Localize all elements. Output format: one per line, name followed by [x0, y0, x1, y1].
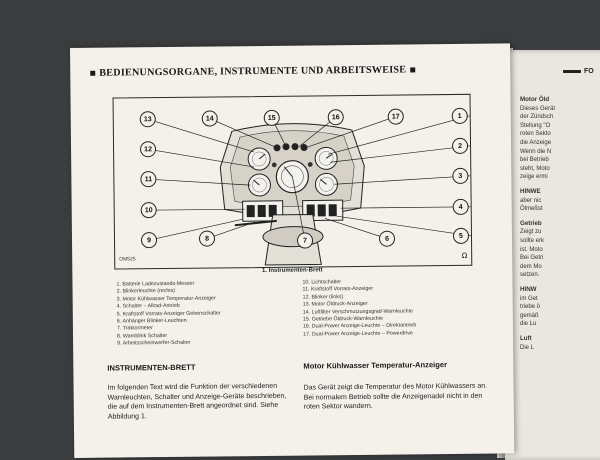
right-page-line: die Lu	[520, 321, 537, 328]
right-page-line: Motor Öld	[520, 96, 550, 103]
callout-9: 9	[140, 232, 158, 249]
callout-13: 13	[139, 111, 156, 128]
right-page-line: gemäß	[520, 312, 539, 319]
section-title-instrument-panel: INSTRUMENTEN-BRETT	[107, 362, 196, 373]
right-page-line: zeige ermi	[520, 174, 548, 181]
right-page-line: steht, Moto	[520, 165, 550, 172]
right-page-line: Stellung "O	[520, 122, 551, 129]
right-page-line: setzen.	[520, 272, 540, 279]
callout-14: 14	[201, 110, 218, 127]
callout-4: 4	[452, 198, 469, 216]
square-bullet-icon	[410, 67, 416, 73]
right-page-line: HINWE	[520, 188, 541, 195]
right-page-line: Ölmeßst	[520, 206, 543, 213]
callout-8: 8	[198, 230, 216, 247]
instrument-panel-drawing	[147, 115, 472, 266]
right-page-line: die Anzeige	[520, 140, 552, 146]
callout-11: 11	[140, 171, 157, 188]
callout-2: 2	[451, 137, 469, 155]
right-page	[505, 50, 600, 460]
section-text-instrument-panel: Im folgenden Text wird die Funktion der …	[107, 382, 287, 421]
right-page-line: Bei Getri	[520, 255, 544, 262]
legend-item: 17. Dual-Power Anzeige-Leuchte – Powerdr…	[302, 330, 413, 338]
callout-6: 6	[378, 230, 396, 247]
left-page: BEDIENUNGSORGANE, INSTRUMENTE UND ARBEIT…	[70, 43, 515, 458]
section-text-coolant-gauge: Das Gerät zeigt die Temperatur des Motor…	[303, 382, 488, 411]
right-page-line: ist. Moto	[520, 246, 543, 253]
right-page-line: Wenn die N	[520, 148, 552, 155]
right-page-line: Zeigt zu	[520, 229, 542, 236]
right-page-line: roten Sekto	[520, 131, 551, 138]
callout-1: 1	[451, 107, 468, 125]
right-page-heading: FO	[563, 68, 594, 75]
page-heading: BEDIENUNGSORGANE, INSTRUMENTE UND ARBEIT…	[86, 64, 491, 79]
square-bullet-icon	[90, 70, 96, 76]
callout-3: 3	[452, 167, 469, 185]
callout-5: 5	[452, 227, 470, 244]
right-page-line: Dieses Gerät	[520, 105, 556, 112]
figure-code: OM525	[119, 256, 136, 263]
right-page-line: triebe ö	[520, 304, 541, 311]
right-page-line: sollte erk	[520, 238, 545, 244]
callout-17: 17	[387, 108, 404, 125]
legend-item: 9. Arbeitsscheinwerfer-Schalter	[117, 340, 191, 347]
right-page-line: aber nic	[520, 197, 542, 204]
callout-12: 12	[139, 141, 157, 158]
callout-16: 16	[327, 109, 344, 126]
right-page-line: HINW	[520, 286, 537, 293]
right-page-line: Getrieb	[520, 219, 542, 227]
book-logo-icon: Ω	[461, 251, 468, 260]
right-page-line: der Zündsch	[520, 114, 554, 121]
right-page-line: dem Mo	[520, 263, 542, 270]
right-page-line: Die L	[520, 344, 535, 351]
section-title-coolant-gauge: Motor Kühlwasser Temperatur-Anzeiger	[303, 360, 448, 371]
callout-7: 7	[296, 232, 314, 249]
right-page-line: Luft	[520, 335, 532, 342]
callout-15: 15	[263, 109, 280, 126]
callout-10: 10	[140, 202, 157, 219]
right-page-line: im Get	[520, 295, 538, 302]
right-page-line: bei Betrieb	[520, 157, 549, 164]
